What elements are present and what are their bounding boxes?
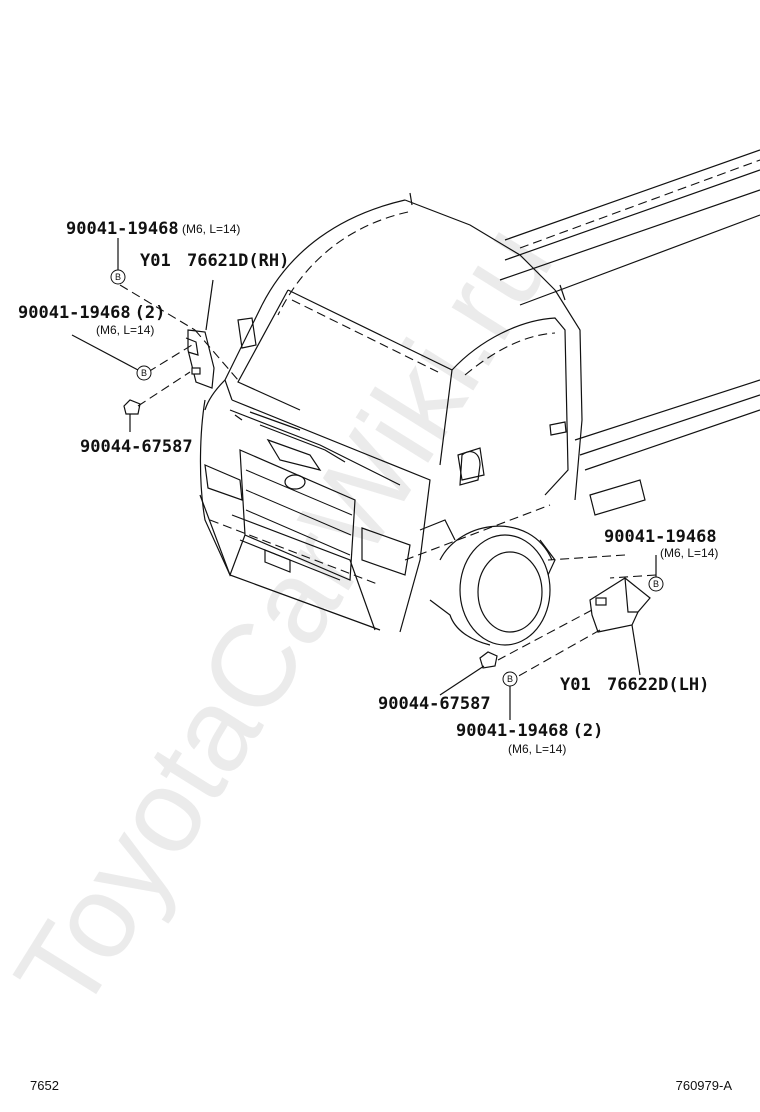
- lh-clip-icon: [439, 651, 498, 696]
- lh-mudguard-part: [497, 554, 657, 679]
- lh-bolt-top-marker: B: [648, 555, 664, 592]
- svg-text:90044-67587: 90044-67587: [378, 694, 491, 714]
- callout-lh-bolt-pair: 90041-19468(2) (M6, L=14): [456, 721, 603, 756]
- callout-lh-bolt-top: 90041-19468 (M6, L=14): [604, 527, 718, 560]
- callout-rh-panel: Y01 76621D(RH): [140, 251, 289, 271]
- lh-bolt-pair-marker: B: [502, 671, 518, 720]
- rh-bolt-top-marker: B: [110, 238, 126, 285]
- svg-text:(M6, L=14): (M6, L=14): [96, 323, 154, 337]
- svg-text:90041-19468: 90041-19468: [66, 219, 179, 239]
- watermark-text: ToyotaCarWiki.ru: [0, 202, 578, 1034]
- callout-rh-bolt-top: 90041-19468 (M6, L=14): [66, 219, 240, 239]
- svg-text:B: B: [653, 579, 659, 589]
- diagram-number: 7652: [30, 1078, 59, 1093]
- svg-text:90044-67587: 90044-67587: [80, 437, 193, 457]
- callout-rh-bolt-pair: 90041-19468(2) (M6, L=14): [18, 303, 165, 337]
- svg-text:90041-19468: 90041-19468: [604, 527, 717, 547]
- rh-bolt-pair-marker: B: [71, 334, 152, 381]
- svg-text:(M6, L=14): (M6, L=14): [660, 546, 718, 560]
- svg-text:(M6, L=14): (M6, L=14): [508, 742, 566, 756]
- svg-text:B: B: [507, 674, 513, 684]
- svg-text:B: B: [115, 272, 121, 282]
- callout-lh-clip: 90044-67587: [378, 694, 491, 714]
- svg-text:Y01 76622D(LH): Y01 76622D(LH): [560, 675, 709, 695]
- rh-mudguard-part: [119, 279, 239, 389]
- figure-code: 760979-A: [676, 1078, 733, 1093]
- callout-lh-panel: Y01 76622D(LH): [560, 675, 709, 695]
- svg-text:90041-19468(2): 90041-19468(2): [456, 721, 603, 741]
- svg-text:B: B: [141, 368, 147, 378]
- svg-text:90041-19468(2): 90041-19468(2): [18, 303, 165, 323]
- rh-clip-icon: [123, 371, 191, 432]
- svg-text:(M6, L=14): (M6, L=14): [182, 222, 240, 236]
- callout-rh-clip: 90044-67587: [80, 437, 193, 457]
- truck-illustration: [199, 149, 760, 646]
- svg-text:Y01 76621D(RH): Y01 76621D(RH): [140, 251, 289, 271]
